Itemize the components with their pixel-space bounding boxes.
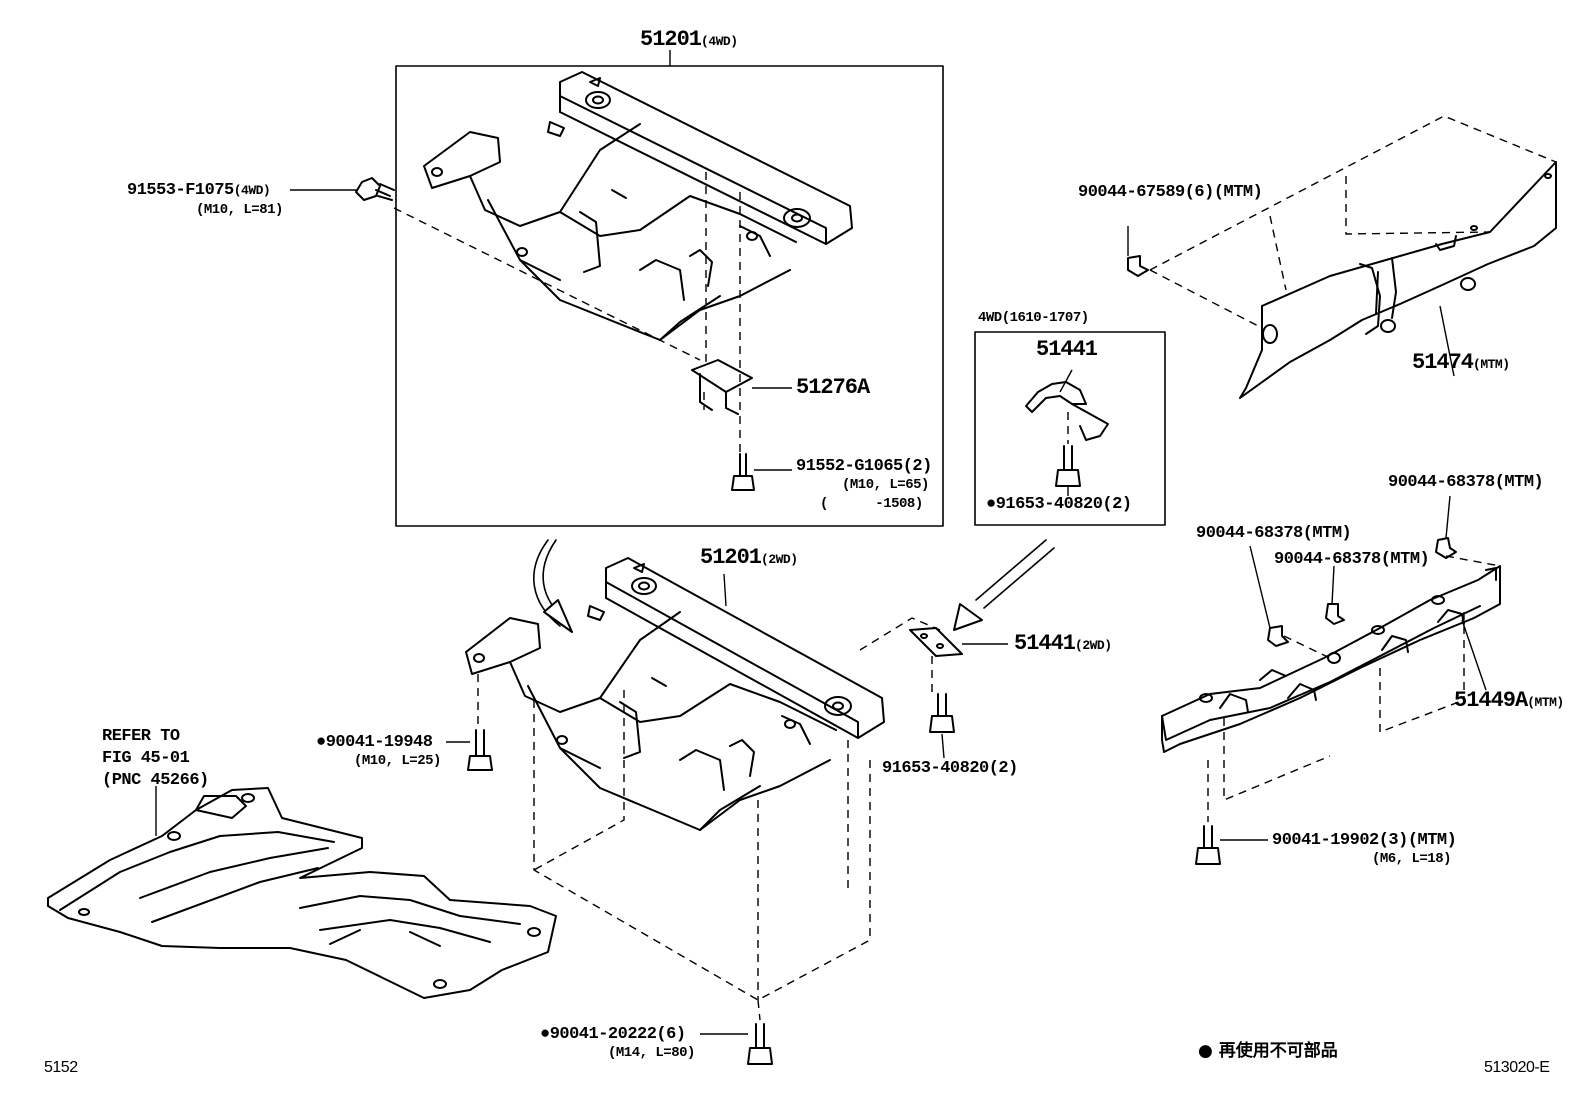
bolt-91552-g1065	[731, 453, 755, 491]
spec-90041-19948: (M10, L=25)	[354, 753, 441, 769]
non-reusable-marker	[316, 733, 326, 752]
part-suffix: (2WD)	[1075, 638, 1112, 653]
non-reusable-marker	[986, 495, 996, 514]
clip-90044-68378-b	[1325, 603, 1345, 625]
leader-lines	[155, 50, 1487, 1035]
part-suffix: (MTM)	[1527, 695, 1564, 710]
footer-left-code: 5152	[44, 1059, 78, 1076]
label-90041-19948: 90041-19948	[316, 733, 433, 752]
refer-line-3: (PNC 45266)	[102, 771, 209, 790]
projection-lines	[393, 115, 1557, 1021]
non-reusable-marker	[540, 1025, 550, 1044]
refer-line-2: FIG 45-01	[102, 749, 190, 768]
part-no: 91653-40820(2)	[995, 495, 1132, 514]
label-91553-f1075: 91553-F1075(4WD)	[127, 181, 271, 200]
label-90044-68378-b: 90044-68378(MTM)	[1274, 550, 1430, 569]
label-51449a-mtm: 51449A(MTM)	[1454, 690, 1564, 712]
spec-91553-f1075: (M10, L=81)	[196, 202, 283, 218]
label-90041-20222: 90041-20222(6)	[540, 1025, 686, 1044]
label-91552-g1065: 91552-G1065(2)	[796, 457, 932, 476]
label-90041-19902: 90041-19902(3)(MTM)	[1272, 831, 1457, 850]
part-suffix: (MTM)	[1473, 357, 1510, 372]
refer-line-1: REFER TO	[102, 727, 180, 746]
bracket-51276a	[691, 359, 753, 415]
label-91653-40820-4wd: 91653-40820(2)	[986, 495, 1132, 514]
crossmember-2wd	[465, 557, 885, 831]
spec-91552-g1065: (M10, L=65)	[842, 477, 929, 493]
label-90044-68378-a: 90044-68378(MTM)	[1196, 524, 1352, 543]
part-no: 90041-20222(6)	[549, 1025, 686, 1044]
label-90044-67589: 90044-67589(6)(MTM)	[1078, 183, 1263, 202]
spec-90041-20222: (M14, L=80)	[608, 1045, 695, 1061]
part-no: 91553-F1075	[127, 181, 234, 200]
bar-51449a-mtm	[1161, 565, 1501, 753]
legend-marker: ●	[1198, 1041, 1213, 1061]
label-51276a: 51276A	[796, 375, 870, 400]
legend-non-reusable: ● 再使用不可部品	[1198, 1036, 1338, 1061]
label-51201-4wd: 51201(4WD)	[640, 29, 738, 51]
part-no: 51449A	[1454, 688, 1528, 713]
clip-90044-68378-a	[1267, 625, 1289, 647]
engine-under-cover	[47, 787, 557, 999]
label-51441-4wd: 51441	[1036, 337, 1098, 362]
crossmember-4wd	[423, 71, 853, 341]
clip-90044-68378-c	[1435, 537, 1457, 559]
part-suffix: (2WD)	[761, 552, 798, 567]
bolt-90041-19902	[1195, 825, 1221, 865]
label-51201-2wd: 51201(2WD)	[700, 547, 798, 569]
label-91653-40820-2wd: 91653-40820(2)	[882, 759, 1018, 778]
part-suffix: (4WD)	[701, 34, 738, 49]
arrow-bracket-to-2wd	[953, 539, 1055, 631]
spec-90041-19902: (M6, L=18)	[1372, 851, 1452, 867]
part-no: 51441	[1014, 631, 1076, 656]
label-51474-mtm: 51474(MTM)	[1412, 352, 1510, 374]
legend-text: 再使用不可部品	[1218, 1041, 1338, 1061]
part-no: 51474	[1412, 350, 1474, 375]
label-51441-2wd: 51441(2WD)	[1014, 633, 1112, 655]
spec2-91552-g1065: ( -1508)	[820, 496, 923, 512]
part-no: 51201	[700, 545, 762, 570]
clip-90044-67589	[1127, 255, 1149, 277]
inset-frame-4wd-bracket	[974, 331, 1166, 526]
bolt-90041-20222	[747, 1023, 773, 1065]
bracket-51441-4wd	[1025, 381, 1109, 441]
cover-51474-mtm	[1239, 161, 1557, 399]
bolt-91653-40820-2wd	[929, 693, 955, 733]
label-90044-68378-c: 90044-68378(MTM)	[1388, 473, 1544, 492]
arrow-4wd-to-2wd	[533, 539, 573, 633]
part-no: 90041-19948	[325, 733, 433, 752]
bracket-51441-2wd	[909, 627, 963, 657]
bolt-91653-40820-4wd	[1055, 445, 1081, 487]
footer-right-code: 513020-E	[1484, 1059, 1550, 1076]
inset-title-4wd-bracket: 4WD(1610-1707)	[978, 310, 1089, 326]
part-no: 51201	[640, 27, 702, 52]
part-suffix: (4WD)	[233, 183, 271, 198]
bolt-90041-19948	[467, 729, 493, 771]
bolt-91553-f1075	[355, 177, 395, 201]
